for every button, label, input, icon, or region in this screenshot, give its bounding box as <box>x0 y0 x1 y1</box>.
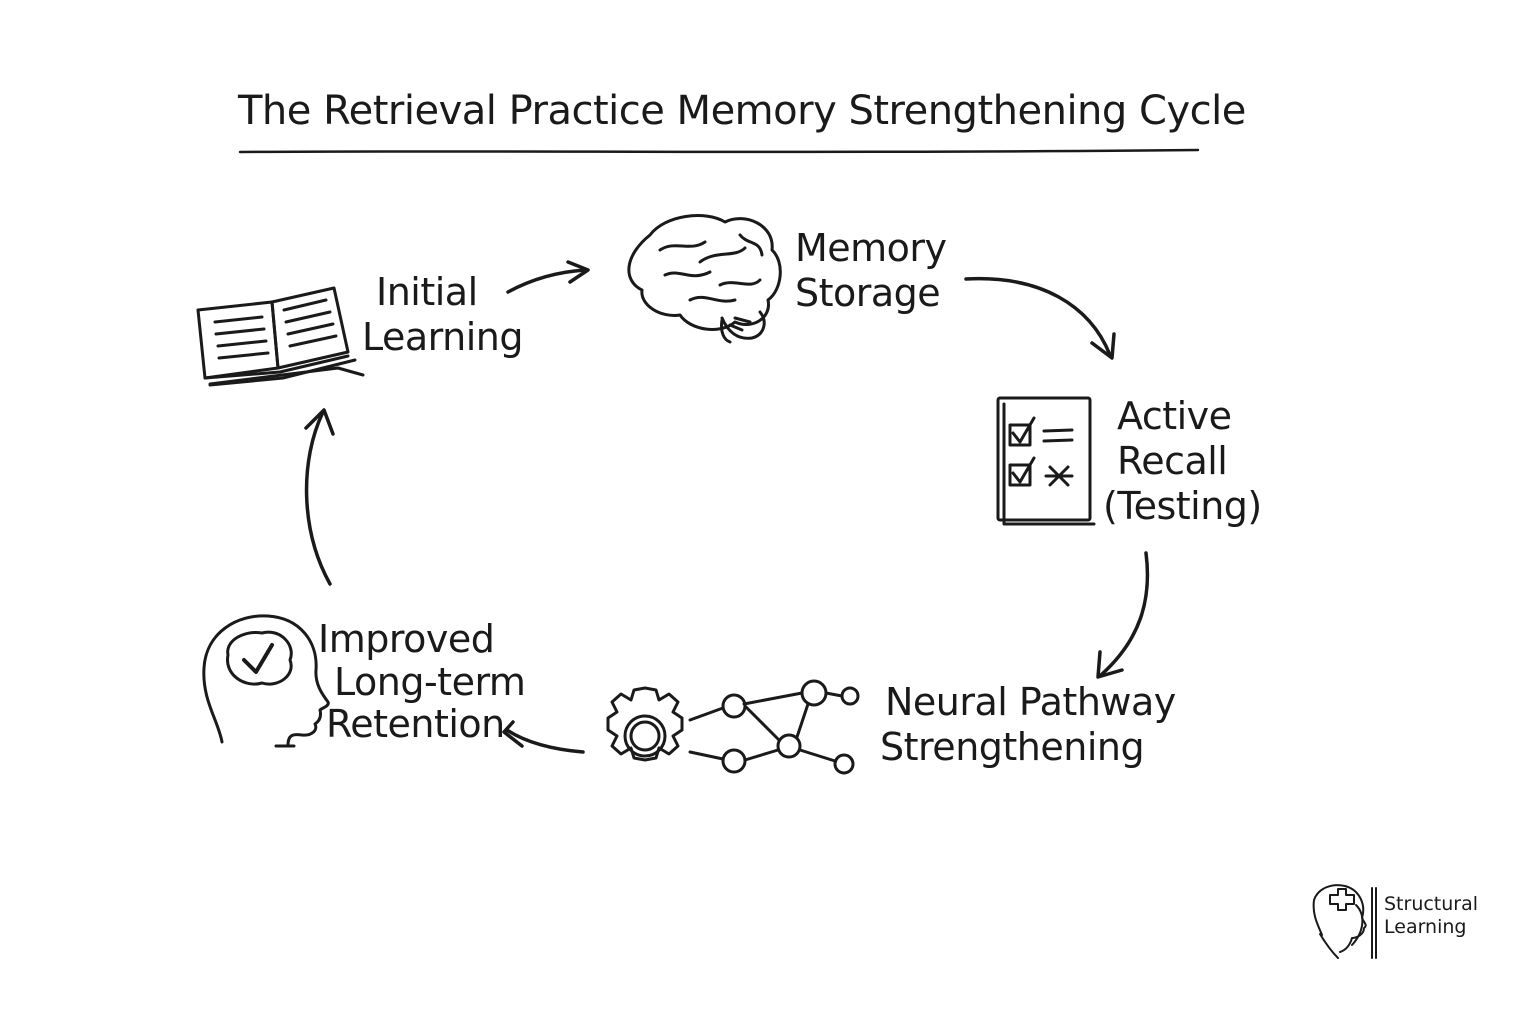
stage-initial-learning-line2: Learning <box>362 314 523 359</box>
arrow-storage-to-recall <box>964 276 1112 357</box>
brand-line2: Learning <box>1384 915 1467 938</box>
brand-line1: Structural <box>1384 893 1479 915</box>
arrow-learning-to-storage <box>506 268 587 294</box>
stage-retention-line3: Retention <box>326 702 505 747</box>
gear-network-icon <box>606 679 860 775</box>
stage-initial-learning-line1: Initial <box>376 270 478 314</box>
stage-retention-line2: Long-term <box>334 659 526 704</box>
stage-active-recall-line3: (Testing) <box>1103 483 1262 528</box>
title-underline <box>238 148 1200 154</box>
stage-neural-pathway-label: Neural Pathway Strengthening <box>880 680 1176 770</box>
arrow-retention-to-learning <box>304 410 332 586</box>
stage-initial-learning-label: Initial Learning <box>362 270 523 360</box>
stage-active-recall-line2: Recall <box>1117 438 1228 483</box>
brand-name: Structural Learning <box>1384 893 1478 939</box>
open-book-icon <box>196 286 365 387</box>
stage-memory-storage-line1: Memory <box>795 226 947 270</box>
cycle-arrows <box>304 260 1150 754</box>
stage-retention-label: Improved Long-term Retention <box>318 617 526 747</box>
stage-active-recall-line1: Active <box>1117 394 1232 438</box>
head-check-icon <box>202 614 330 748</box>
arrow-neural-to-retention <box>505 728 585 754</box>
page-title: The Retrieval Practice Memory Strengthen… <box>238 88 1246 134</box>
checklist-icon <box>996 396 1096 526</box>
stage-memory-storage-line2: Storage <box>795 270 941 315</box>
brain-icon <box>627 214 782 344</box>
head-puzzle-logo-icon <box>1312 884 1377 959</box>
stage-neural-pathway-line1: Neural Pathway <box>885 680 1176 724</box>
stage-memory-storage-label: Memory Storage <box>795 226 947 316</box>
arrow-recall-to-neural <box>1099 551 1150 677</box>
stage-active-recall-label: Active Recall (Testing) <box>1103 394 1262 528</box>
stage-retention-line1: Improved <box>318 617 495 661</box>
stage-neural-pathway-line2: Strengthening <box>880 724 1145 769</box>
